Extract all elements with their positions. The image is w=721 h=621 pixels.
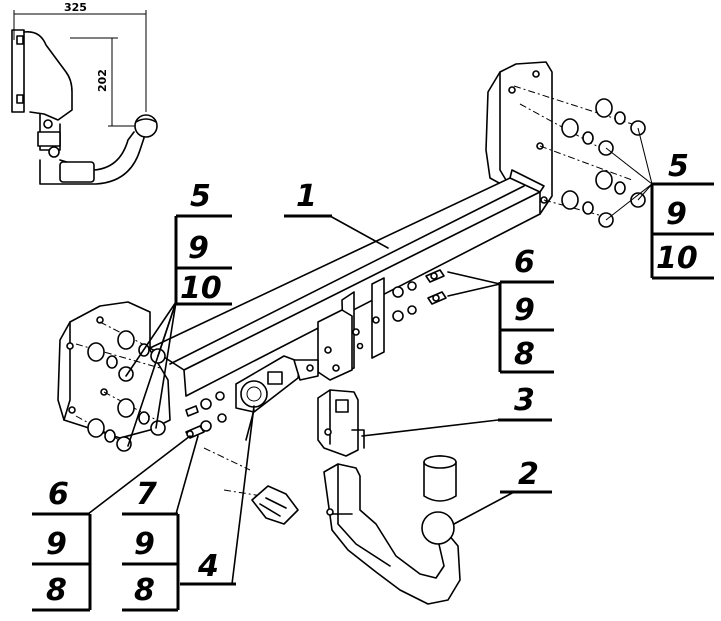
- callout-stack-right-mid: 6 9 8: [498, 245, 554, 374]
- callout-4: 4: [180, 549, 236, 586]
- lower-bolt-set: [185, 391, 227, 439]
- stack-left-top-label-0: 5: [190, 179, 211, 214]
- callout-3: 3: [498, 383, 552, 422]
- right-fastener-set: [513, 85, 653, 228]
- callout-1-label: 1: [296, 179, 317, 214]
- callout-3-label: 3: [514, 383, 535, 418]
- neck-holder-part-3: [317, 389, 365, 457]
- stack-right-top-label-1: 9: [666, 197, 687, 232]
- callout-stack-right-top: 5 9 10: [650, 149, 714, 280]
- stack-left-bottom-label-2: 8: [46, 573, 67, 608]
- height-dimension-label: 202: [96, 69, 109, 92]
- stack-right-top-label-2: 10: [656, 241, 698, 276]
- socket-plate-part-4: [235, 355, 319, 441]
- stack-bottom-label-0: 7: [136, 477, 157, 512]
- callout-2-label: 2: [518, 457, 539, 492]
- stack-right-top-label-0: 5: [668, 149, 689, 184]
- cross-bar-part-1: [149, 169, 545, 397]
- callout-stack-bottom: 7 9 8: [122, 477, 180, 612]
- stack-left-top-label-1: 9: [188, 231, 209, 266]
- callout-1: 1: [284, 179, 332, 218]
- bar-mount-brackets: [317, 277, 385, 381]
- stack-left-bottom-label-0: 6: [48, 477, 69, 512]
- width-dimension-label: 325: [64, 1, 87, 14]
- stack-right-mid-label-1: 9: [514, 293, 535, 328]
- ball-neck-part-2: [323, 455, 461, 605]
- stack-left-bottom-label-1: 9: [46, 527, 67, 562]
- wiring-socket-connector: [203, 447, 299, 525]
- inset-side-view: 325 202: [11, 1, 158, 185]
- leader-lines: [87, 215, 515, 585]
- callout-stack-left-bottom: 6 9 8: [32, 477, 92, 612]
- middle-bolt-set: [392, 269, 447, 322]
- left-fastener-set: [75, 321, 166, 452]
- stack-bottom-label-2: 8: [134, 573, 155, 608]
- stack-right-mid-label-0: 6: [514, 245, 535, 280]
- stack-left-top-label-2: 10: [180, 271, 222, 306]
- callout-stack-left-top: 5 9 10: [174, 179, 232, 306]
- callout-4-label: 4: [197, 549, 219, 584]
- stack-right-mid-label-2: 8: [514, 337, 535, 372]
- callout-2: 2: [500, 457, 552, 494]
- stack-bottom-label-1: 9: [134, 527, 155, 562]
